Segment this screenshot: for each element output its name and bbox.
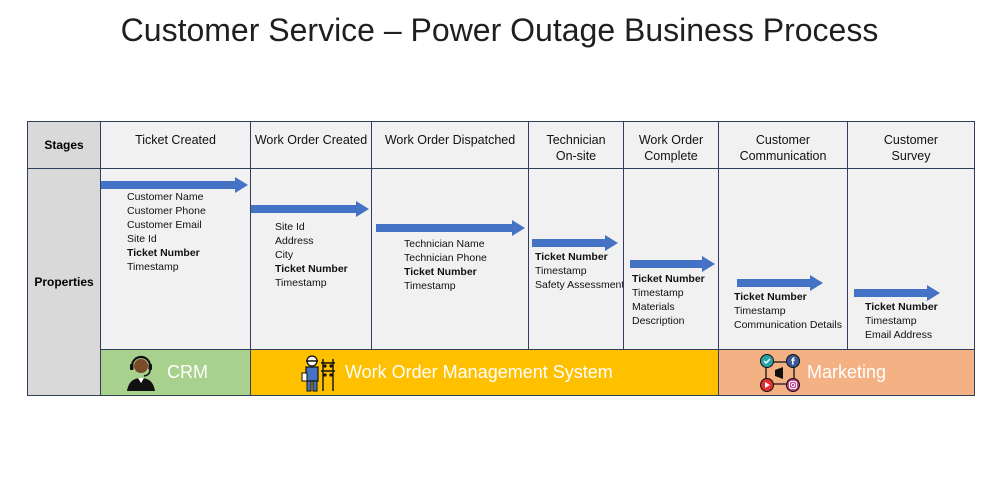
field-technician-icon xyxy=(301,354,335,391)
system-crm: CRM xyxy=(100,349,251,396)
property-item: Timestamp xyxy=(127,261,179,273)
property-item: Customer Email xyxy=(127,219,202,231)
property-item: Ticket Number xyxy=(535,251,608,263)
property-item: Communication Details xyxy=(734,319,842,331)
property-item: Email Address xyxy=(865,329,933,341)
stage-properties-cell xyxy=(528,168,624,350)
property-item: Description xyxy=(632,315,685,327)
property-item: City xyxy=(275,249,294,261)
property-item: Technician Phone xyxy=(404,252,487,264)
property-item: Ticket Number xyxy=(734,291,807,303)
flow-arrow xyxy=(630,256,715,272)
system-marketing-label: Marketing xyxy=(807,362,887,382)
stage-header: Technician On-site xyxy=(528,121,624,169)
property-item: Timestamp xyxy=(275,277,327,289)
property-item: Safety Assessment xyxy=(535,279,625,291)
property-item: Ticket Number xyxy=(632,273,705,285)
customer-agent-icon xyxy=(127,355,155,391)
property-item: Timestamp xyxy=(535,265,587,277)
property-item: Technician Name xyxy=(404,238,485,250)
system-crm-label: CRM xyxy=(167,362,208,382)
property-item: Site Id xyxy=(275,221,305,233)
stage-header: Work Order Created xyxy=(250,121,372,169)
system-marketing: f Marketing xyxy=(718,349,975,396)
flow-arrow xyxy=(532,235,618,251)
property-item: Timestamp xyxy=(734,305,786,317)
stage-properties-cell xyxy=(847,168,975,350)
properties-row-header: Properties xyxy=(27,168,101,396)
property-item: Site Id xyxy=(127,233,157,245)
flow-arrow xyxy=(376,220,525,236)
property-item: Ticket Number xyxy=(127,247,200,259)
property-item: Timestamp xyxy=(865,315,917,327)
property-item: Customer Name xyxy=(127,191,204,203)
stage-header: Work Order Dispatched xyxy=(371,121,529,169)
stage-properties-cell xyxy=(371,168,529,350)
stages-row-label: Stages xyxy=(44,138,84,152)
stage-header: Work Order Complete xyxy=(623,121,719,169)
flow-arrow xyxy=(854,285,940,301)
stage-header: Ticket Created xyxy=(100,121,251,169)
flow-arrow xyxy=(101,177,248,193)
property-item: Materials xyxy=(632,301,675,313)
property-item: Timestamp xyxy=(632,287,684,299)
stage-header: Customer Communication xyxy=(718,121,848,169)
stage-header: Customer Survey xyxy=(847,121,975,169)
flow-arrow xyxy=(251,201,369,217)
page-title: Customer Service – Power Outage Business… xyxy=(120,12,879,48)
svg-text:f: f xyxy=(791,357,795,367)
property-item: Customer Phone xyxy=(127,205,206,217)
property-item: Ticket Number xyxy=(404,266,477,278)
property-item: Ticket Number xyxy=(275,263,348,275)
stages-row-header: Stages xyxy=(27,121,101,169)
system-work-order-label: Work Order Management System xyxy=(345,362,613,382)
flow-arrow xyxy=(737,275,823,291)
properties-row-label: Properties xyxy=(34,275,94,289)
property-item: Ticket Number xyxy=(865,301,938,313)
property-item: Timestamp xyxy=(404,280,456,292)
property-item: Address xyxy=(275,235,314,247)
system-work-order-management: Work Order Management System xyxy=(250,349,719,396)
social-media-icon: f xyxy=(760,353,800,392)
